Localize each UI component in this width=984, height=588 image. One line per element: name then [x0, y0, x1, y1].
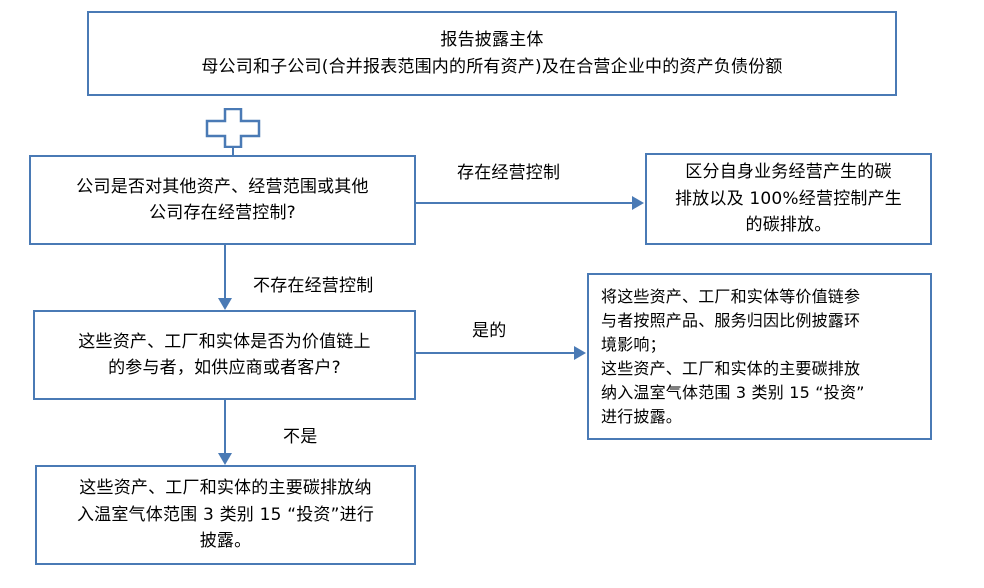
edge-label-no-operational-control: 不存在经营控制 [253, 276, 374, 296]
edge-has-operational-control-arrowhead [632, 196, 644, 210]
edge-no-operational-control-line [224, 245, 226, 298]
node-outcome-scope3-investments: 这些资产、工厂和实体的主要碳排放纳 入温室气体范围 3 类别 15 “投资”进行… [35, 465, 416, 565]
node-decision-value-chain: 这些资产、工厂和实体是否为价值链上 的参与者，如供应商或者客户? [33, 310, 416, 400]
node-outcome-operational-control: 区分自身业务经营产生的碳 排放以及 100%经营控制产生 的碳排放。 [645, 153, 932, 245]
edge-label-has-operational-control: 存在经营控制 [457, 163, 561, 183]
edge-no-operational-control-arrowhead [218, 298, 232, 310]
node-decision-value-chain-label: 这些资产、工厂和实体是否为价值链上 的参与者，如供应商或者客户? [78, 331, 371, 378]
node-reporting-entity-label: 报告披露主体 母公司和子公司(合并报表范围内的所有资产)及在合营企业中的资产负债… [201, 30, 783, 77]
edge-value-chain-yes-arrowhead [574, 346, 586, 360]
node-decision-operational-control-label: 公司是否对其他资产、经营范围或其他 公司存在经营控制? [76, 176, 369, 223]
plus-connector-icon [204, 107, 262, 149]
edge-label-value-chain-yes: 是的 [472, 321, 507, 341]
node-decision-operational-control: 公司是否对其他资产、经营范围或其他 公司存在经营控制? [29, 155, 416, 245]
node-outcome-value-chain-label: 将这些资产、工厂和实体等价值链参 与者按照产品、服务归因比例披露环 境影响； 这… [601, 286, 865, 426]
node-reporting-entity: 报告披露主体 母公司和子公司(合并报表范围内的所有资产)及在合营企业中的资产负债… [87, 11, 897, 96]
edge-has-operational-control-line [416, 202, 632, 204]
node-outcome-operational-control-label: 区分自身业务经营产生的碳 排放以及 100%经营控制产生 的碳排放。 [674, 162, 902, 236]
edge-label-value-chain-no: 不是 [283, 427, 318, 447]
edge-value-chain-no-arrowhead [218, 453, 232, 465]
node-outcome-scope3-investments-label: 这些资产、工厂和实体的主要碳排放纳 入温室气体范围 3 类别 15 “投资”进行… [76, 478, 375, 552]
node-outcome-value-chain: 将这些资产、工厂和实体等价值链参 与者按照产品、服务归因比例披露环 境影响； 这… [587, 273, 932, 440]
edge-value-chain-yes-line [416, 352, 574, 354]
connector-entity-to-decision1 [232, 146, 234, 156]
edge-value-chain-no-line [224, 400, 226, 453]
